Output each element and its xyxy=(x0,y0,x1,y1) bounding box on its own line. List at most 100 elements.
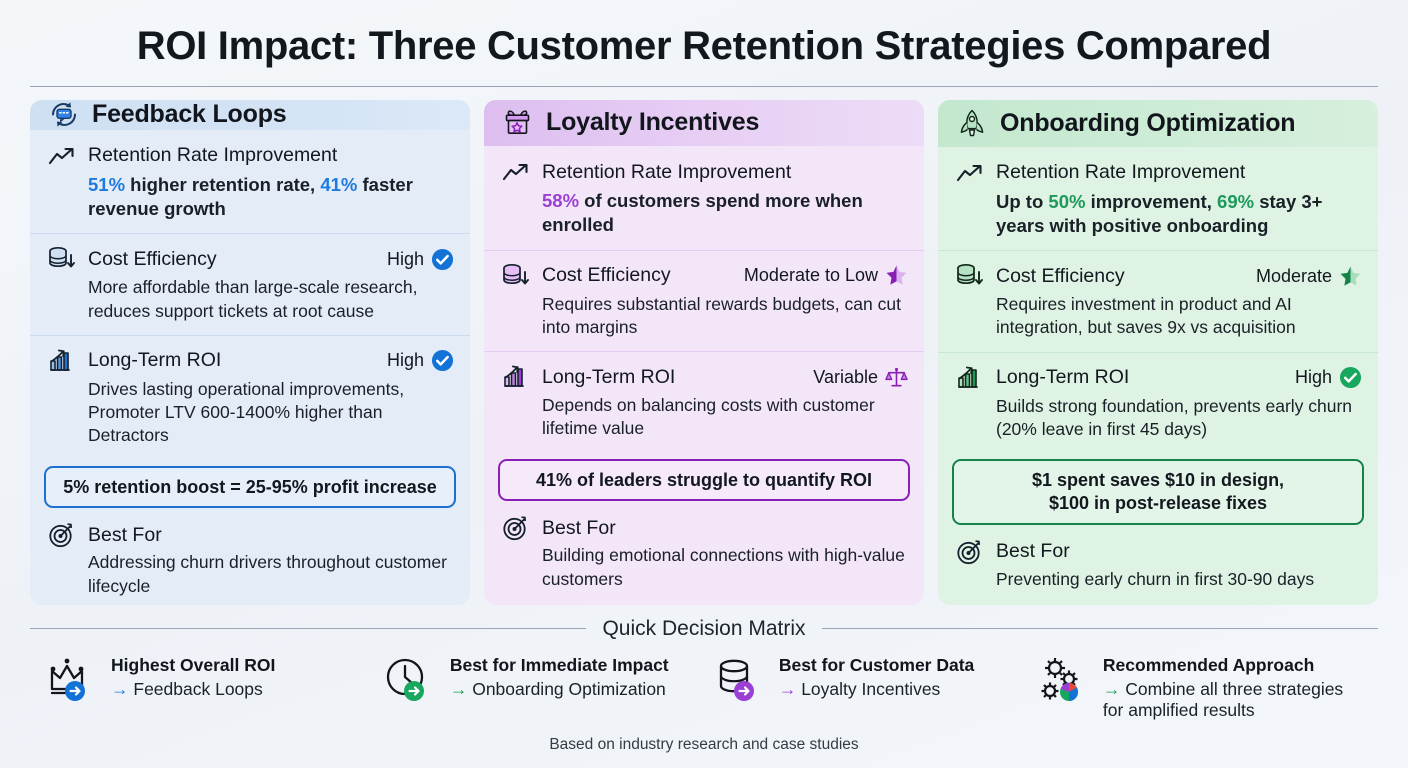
database-down-icon xyxy=(954,261,986,291)
row-cost-efficiency: Cost Efficiency Moderate to Low Requires… xyxy=(484,249,924,352)
matrix-item-customer-data: Best for Customer Data → Loyalty Incenti… xyxy=(714,653,1038,722)
row-description: Requires substantial rewards budgets, ca… xyxy=(542,293,901,337)
clock-arrow-icon xyxy=(385,655,439,705)
page-title-area: ROI Impact: Three Customer Retention Str… xyxy=(30,0,1378,87)
rocket-icon xyxy=(956,108,988,138)
row-label: Cost Efficiency xyxy=(996,264,1125,287)
matrix-divider-left xyxy=(30,628,587,630)
card-title: Onboarding Optimization xyxy=(1000,108,1296,137)
strategy-cards: Feedback Loops Retention Rate Improvemen… xyxy=(30,99,1378,605)
rating-text: Moderate to Low xyxy=(743,265,878,286)
rating-text: High xyxy=(386,350,424,371)
rating: High xyxy=(387,349,454,372)
row-label: Retention Rate Improvement xyxy=(88,144,338,167)
rating: High xyxy=(1295,366,1362,389)
card-header: Feedback Loops xyxy=(30,99,470,130)
half-star-icon xyxy=(1340,266,1361,286)
answer-text: Onboarding Optimization xyxy=(472,678,666,699)
callout-stat: $1 spent saves $10 in design, $100 in po… xyxy=(952,459,1364,525)
row-description: 51% higher retention rate, 41% faster re… xyxy=(46,173,454,221)
card-header: Loyalty Incentives xyxy=(484,99,924,147)
rating: Variable xyxy=(813,366,908,389)
row-retention: Retention Rate Improvement 51% higher re… xyxy=(30,130,470,233)
row-description: Preventing early churn in first 30-90 da… xyxy=(996,568,1315,589)
matrix-heading: Quick Decision Matrix xyxy=(602,616,806,640)
balance-scale-icon xyxy=(885,367,908,387)
row-label: Long-Term ROI xyxy=(542,365,676,388)
callout-line-2: $100 in post-release fixes xyxy=(1048,492,1268,513)
matrix-heading-row: Quick Decision Matrix xyxy=(30,617,1378,641)
callout-line-1: $1 spent saves $10 in design, xyxy=(1031,470,1285,491)
rating: Moderate xyxy=(1256,265,1362,288)
row-description: More affordable than large-scale researc… xyxy=(88,277,418,321)
answer-text: Combine all three strategies for amplifi… xyxy=(1102,678,1344,721)
rating: Moderate to Low xyxy=(744,264,908,287)
card-body: Retention Rate Improvement 51% higher re… xyxy=(30,130,470,605)
row-label: Retention Rate Improvement xyxy=(542,160,792,183)
row-description: Up to 50% improvement, 69% stay 3+ years… xyxy=(954,190,1362,238)
trend-up-icon xyxy=(954,158,986,188)
matrix-item-title: Highest Overall ROI xyxy=(111,654,276,675)
rating-text: High xyxy=(386,248,424,269)
page-title: ROI Impact: Three Customer Retention Str… xyxy=(136,24,1272,68)
answer-text: Feedback Loops xyxy=(133,678,263,699)
stat-value: 50% xyxy=(1048,190,1086,212)
row-description: 58% of customers spend more when enrolle… xyxy=(500,189,908,237)
row-longterm-roi: Long-Term ROI High Drives lasting operat… xyxy=(30,334,470,460)
row-label: Best For xyxy=(88,523,162,546)
row-label: Cost Efficiency xyxy=(542,264,671,287)
row-label: Best For xyxy=(542,516,616,539)
arrow-glyph: → xyxy=(449,678,468,699)
gears-icon xyxy=(1038,655,1092,705)
rating-text: Variable xyxy=(813,366,878,387)
row-label: Long-Term ROI xyxy=(996,366,1130,389)
row-best-for: Best For Preventing early churn in first… xyxy=(938,529,1378,605)
row-retention: Retention Rate Improvement Up to 50% imp… xyxy=(938,147,1378,250)
row-longterm-roi: Long-Term ROI Variable xyxy=(484,351,924,453)
card-feedback-loops: Feedback Loops Retention Rate Improvemen… xyxy=(30,99,470,605)
database-arrow-icon xyxy=(714,655,768,705)
matrix-item-answer: → Onboarding Optimization xyxy=(450,679,669,701)
bar-chart-growth-icon xyxy=(46,346,78,376)
row-cost-efficiency: Cost Efficiency High More affordable tha… xyxy=(30,233,470,335)
trend-up-icon xyxy=(500,157,532,187)
row-cost-efficiency: Cost Efficiency Moderate Requires invest… xyxy=(938,250,1378,352)
quick-decision-matrix: Highest Overall ROI → Feedback Loops Bes… xyxy=(30,653,1378,722)
row-label: Best For xyxy=(996,540,1070,563)
card-onboarding-optimization: Onboarding Optimization Retention Rate I… xyxy=(938,99,1378,605)
row-description: Requires investment in product and AI in… xyxy=(996,294,1296,338)
row-label: Cost Efficiency xyxy=(88,247,217,270)
matrix-item-answer: → Combine all three strategies for ampli… xyxy=(1103,679,1362,722)
arrow-glyph: → xyxy=(1102,678,1121,699)
stat-text: of customers spend more when enrolled xyxy=(542,190,863,236)
card-body: Retention Rate Improvement Up to 50% imp… xyxy=(938,147,1378,605)
title-divider xyxy=(30,85,1378,87)
gift-icon xyxy=(502,108,534,138)
stat-text: improvement, xyxy=(1085,190,1218,212)
stat-value-2: 69% xyxy=(1217,190,1255,212)
row-longterm-roi: Long-Term ROI High Builds strong foundat… xyxy=(938,351,1378,454)
check-circle-icon xyxy=(431,248,454,270)
bar-chart-growth-icon xyxy=(954,363,986,393)
crown-arrow-icon xyxy=(46,655,100,705)
matrix-item-answer: → Feedback Loops xyxy=(111,679,275,701)
matrix-divider-right xyxy=(821,628,1378,630)
card-title: Feedback Loops xyxy=(92,100,287,129)
row-best-for: Best For Addressing churn drivers throug… xyxy=(30,512,470,605)
card-body: Retention Rate Improvement 58% of custom… xyxy=(484,146,924,605)
row-label: Retention Rate Improvement xyxy=(996,161,1246,184)
answer-text: Loyalty Incentives xyxy=(801,678,941,699)
row-label: Long-Term ROI xyxy=(88,349,222,372)
row-description: Building emotional connections with high… xyxy=(542,545,905,589)
row-description: Addressing churn drivers throughout cust… xyxy=(88,552,447,596)
row-best-for: Best For Building emotional connections … xyxy=(484,505,924,605)
target-dart-icon xyxy=(46,520,78,550)
arrow-glyph: → xyxy=(111,678,129,699)
stat-lead: Up to xyxy=(996,190,1049,212)
matrix-item-title: Best for Immediate Impact xyxy=(449,654,669,675)
stat-value-2: 41% xyxy=(320,173,358,195)
rating-text: High xyxy=(1294,367,1332,388)
check-circle-icon xyxy=(431,350,454,372)
bar-chart-growth-icon xyxy=(500,362,532,392)
